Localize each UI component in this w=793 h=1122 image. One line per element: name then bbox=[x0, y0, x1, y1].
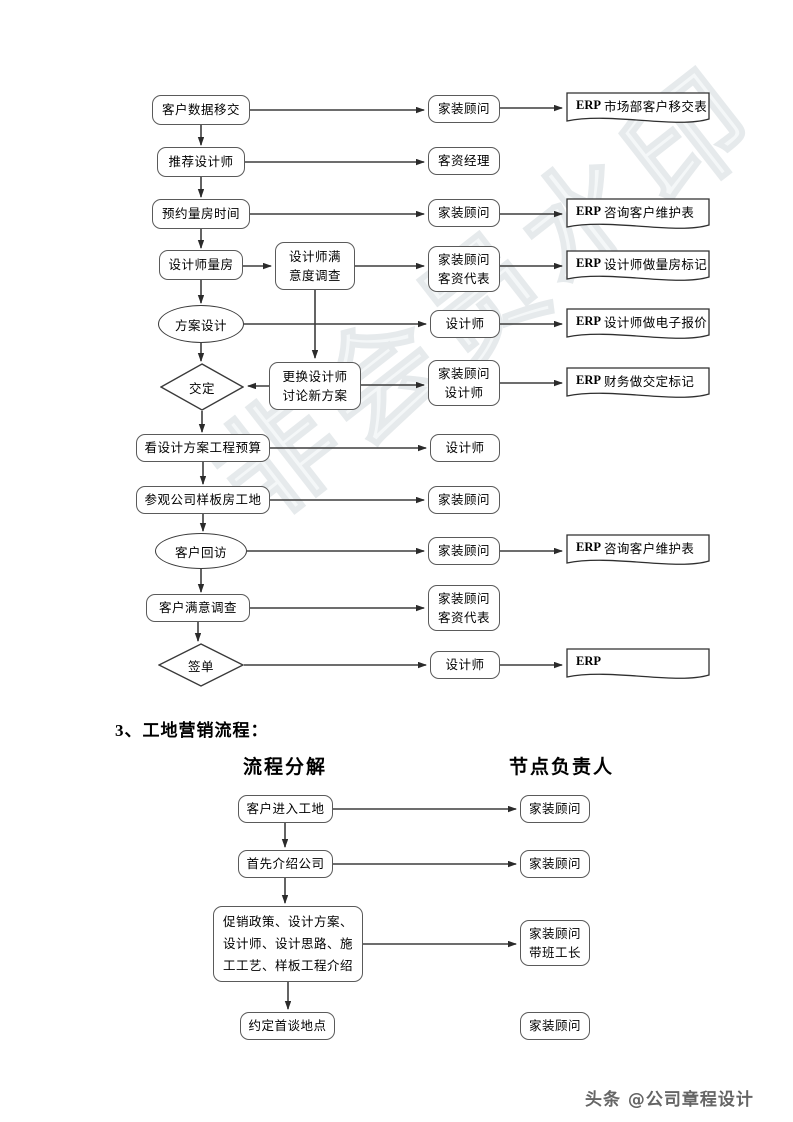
column-header-process: 流程分解 bbox=[243, 757, 328, 778]
owner-box-6[interactable]: 家装顾问 设计师 bbox=[428, 360, 500, 406]
erp-doc-2[interactable]: ERP 咨询客户维护表 bbox=[566, 198, 710, 232]
erp-prefix: ERP bbox=[576, 255, 601, 270]
owner-box-8[interactable]: 家装顾问 bbox=[428, 486, 500, 514]
erp-doc-1-label: ERP 市场部客户移交表 bbox=[566, 92, 710, 119]
flow-step-book-measure-time[interactable]: 预约量房时间 bbox=[152, 199, 250, 229]
owner-box-9[interactable]: 家装顾问 bbox=[428, 537, 500, 565]
flow-step-designer-measure[interactable]: 设计师量房 bbox=[159, 250, 243, 280]
owner-box-4[interactable]: 家装顾问 客资代表 bbox=[428, 246, 500, 292]
column-header-owner: 节点负责人 bbox=[509, 757, 615, 778]
site-owner-box-1[interactable]: 家装顾问 bbox=[520, 795, 590, 823]
owner-box-5[interactable]: 设计师 bbox=[430, 310, 500, 338]
erp-doc-6-text: 咨询客户维护表 bbox=[604, 540, 695, 556]
erp-doc-5-label: ERP 财务做交定标记 bbox=[566, 367, 710, 394]
erp-doc-4[interactable]: ERP 设计师做电子报价 bbox=[566, 308, 710, 342]
site-owner-box-3[interactable]: 家装顾问 带班工长 bbox=[520, 920, 590, 966]
erp-doc-3-label: ERP 设计师做量房标记 bbox=[566, 250, 710, 277]
flow-decision-deposit-label: 交定 bbox=[188, 380, 215, 396]
section3-heading: 3、工地营销流程： bbox=[115, 721, 269, 740]
site-owner-box-2[interactable]: 家装顾问 bbox=[520, 850, 590, 878]
flow-decision-sign-order-label: 签单 bbox=[187, 658, 214, 674]
flow-step-scheme-design[interactable]: 方案设计 bbox=[158, 305, 244, 343]
owner-box-7[interactable]: 设计师 bbox=[430, 434, 500, 462]
site-flow-step-agree-meeting-place[interactable]: 约定首谈地点 bbox=[240, 1012, 335, 1040]
owner-box-1[interactable]: 家装顾问 bbox=[428, 95, 500, 123]
erp-doc-5-text: 财务做交定标记 bbox=[604, 373, 695, 389]
flow-step-visit-showroom-site[interactable]: 参观公司样板房工地 bbox=[136, 486, 270, 514]
erp-doc-2-text: 咨询客户维护表 bbox=[604, 204, 695, 220]
erp-doc-3[interactable]: ERP 设计师做量房标记 bbox=[566, 250, 710, 284]
flow-step-review-budget[interactable]: 看设计方案工程预算 bbox=[136, 434, 270, 462]
erp-doc-2-label: ERP 咨询客户维护表 bbox=[566, 198, 710, 225]
flow-decision-deposit[interactable]: 交定 bbox=[160, 363, 244, 411]
owner-box-3[interactable]: 家装顾问 bbox=[428, 199, 500, 227]
flow-branch-change-designer[interactable]: 更换设计师 讨论新方案 bbox=[269, 362, 361, 410]
footer-credit: 头条 @公司章程设计 bbox=[585, 1090, 754, 1110]
owner-box-11[interactable]: 设计师 bbox=[430, 651, 500, 679]
erp-prefix: ERP bbox=[576, 372, 601, 387]
erp-prefix: ERP bbox=[576, 203, 601, 218]
erp-doc-5[interactable]: ERP 财务做交定标记 bbox=[566, 367, 710, 401]
flow-step-customer-followup[interactable]: 客户回访 bbox=[155, 533, 247, 569]
erp-doc-6[interactable]: ERP 咨询客户维护表 bbox=[566, 534, 710, 568]
erp-doc-7[interactable]: ERP bbox=[566, 648, 710, 682]
flow-step-satisfaction-survey[interactable]: 客户满意调查 bbox=[146, 594, 250, 622]
erp-prefix: ERP bbox=[576, 653, 601, 668]
site-flow-step-introduce-offerings[interactable]: 促销政策、设计方案、 设计师、设计思路、施 工工艺、样板工程介绍 bbox=[213, 906, 363, 982]
owner-box-10[interactable]: 家装顾问 客资代表 bbox=[428, 585, 500, 631]
flow-decision-sign-order[interactable]: 签单 bbox=[158, 643, 244, 687]
erp-doc-4-label: ERP 设计师做电子报价 bbox=[566, 308, 710, 335]
erp-doc-6-label: ERP 咨询客户维护表 bbox=[566, 534, 710, 561]
flow-step-customer-data-handover[interactable]: 客户数据移交 bbox=[152, 95, 250, 125]
erp-prefix: ERP bbox=[576, 539, 601, 554]
erp-doc-1[interactable]: ERP 市场部客户移交表 bbox=[566, 92, 710, 126]
erp-doc-1-text: 市场部客户移交表 bbox=[604, 98, 708, 114]
flow-step-recommend-designer[interactable]: 推荐设计师 bbox=[157, 147, 245, 177]
erp-prefix: ERP bbox=[576, 313, 601, 328]
site-flow-step-enter-site[interactable]: 客户进入工地 bbox=[238, 795, 333, 823]
erp-doc-7-label: ERP bbox=[566, 648, 710, 675]
site-flow-step-introduce-company[interactable]: 首先介绍公司 bbox=[238, 850, 333, 878]
site-owner-box-4[interactable]: 家装顾问 bbox=[520, 1012, 590, 1040]
flow-branch-designer-satisfaction-survey[interactable]: 设计师满 意度调查 bbox=[275, 242, 355, 290]
erp-doc-3-text: 设计师做量房标记 bbox=[604, 256, 708, 272]
erp-doc-4-text: 设计师做电子报价 bbox=[604, 314, 708, 330]
owner-box-2[interactable]: 客资经理 bbox=[428, 147, 500, 175]
erp-prefix: ERP bbox=[576, 97, 601, 112]
